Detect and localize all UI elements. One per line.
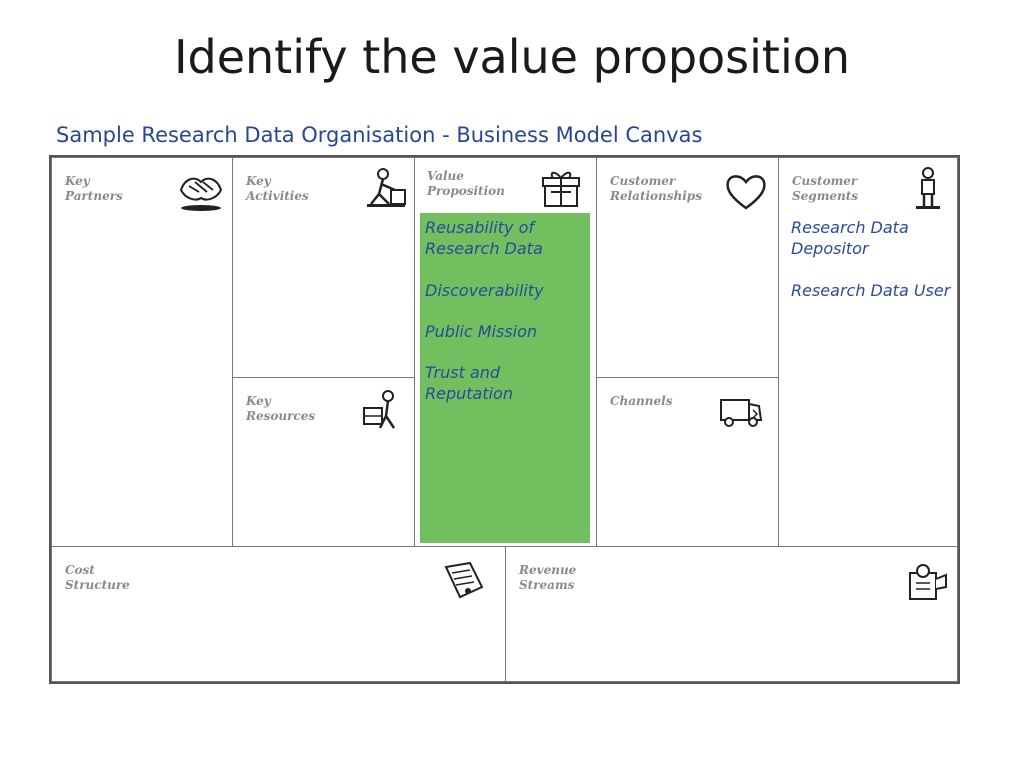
customer-segments-entry: Research Data Depositor [791, 218, 909, 258]
value-proposition-entry: Discoverability [425, 281, 544, 300]
value-proposition-entry: Reusability of Research Data [425, 218, 543, 258]
customer-segments-block: Customer Segments Research Data Deposito… [778, 157, 958, 547]
business-model-canvas: Key Partners Key Activities Key Resource… [49, 155, 960, 684]
gift-box-icon [537, 168, 585, 212]
standing-person-icon [904, 166, 952, 210]
customer-segments-label: Customer Segments [792, 174, 859, 203]
heart-icon [722, 170, 770, 214]
value-proposition-entry: Public Mission [425, 322, 538, 341]
key-partners-label: Key Partners [65, 174, 123, 203]
delivery-truck-icon [717, 388, 765, 432]
key-activities-label: Key Activities [246, 174, 309, 203]
channels-block: Channels [596, 377, 779, 547]
revenue-streams-block: Revenue Streams [505, 546, 958, 682]
customer-relationships-label: Customer Relationships [610, 174, 702, 203]
customer-relationships-block: Customer Relationships [596, 157, 779, 378]
person-working-icon [361, 166, 409, 210]
key-resources-block: Key Resources [232, 377, 415, 547]
key-activities-block: Key Activities [232, 157, 415, 378]
worker-with-box-icon [358, 388, 406, 432]
value-proposition-block: Value Proposition Reusability of Researc… [414, 157, 597, 547]
revenue-streams-label: Revenue Streams [519, 563, 577, 592]
customer-segments-entry: Research Data User [791, 281, 951, 300]
canvas-title: Sample Research Data Organisation - Busi… [56, 123, 703, 147]
cost-structure-label: Cost Structure [65, 563, 130, 592]
channels-label: Channels [610, 394, 673, 408]
money-bag-icon [902, 559, 950, 603]
value-proposition-entry: Trust and Reputation [425, 363, 513, 403]
key-resources-label: Key Resources [246, 394, 316, 423]
handshake-icon [177, 168, 225, 212]
slide-title: Identify the value proposition [173, 30, 851, 84]
key-partners-block: Key Partners [51, 157, 233, 547]
value-proposition-highlight [420, 213, 590, 543]
cost-structure-block: Cost Structure [51, 546, 506, 682]
price-tag-icon [440, 557, 488, 601]
value-proposition-label: Value Proposition [427, 169, 505, 198]
